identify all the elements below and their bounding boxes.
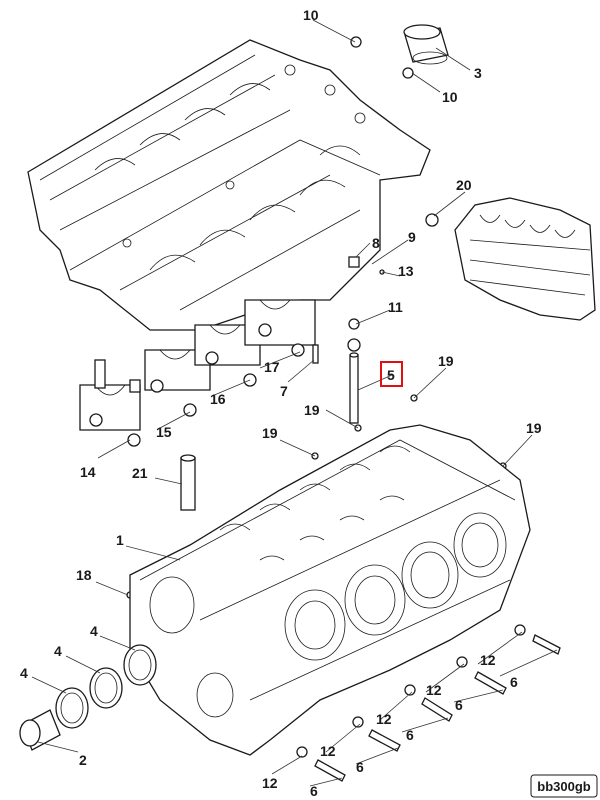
- callout-10: 10: [303, 7, 319, 23]
- stud-bolt: [349, 352, 359, 424]
- callout-6: 6: [310, 783, 318, 799]
- callout-19: 19: [304, 402, 320, 418]
- callout-12: 12: [320, 743, 336, 759]
- callout-3: 3: [474, 65, 482, 81]
- callout-6: 6: [406, 727, 414, 743]
- bolts-and-washers: [296, 624, 561, 782]
- dowel-sleeve: [180, 454, 196, 511]
- callout-20: 20: [456, 177, 472, 193]
- callout-10: 10: [442, 89, 458, 105]
- callout-5-highlight: [380, 361, 403, 387]
- upper-crankcase: [27, 39, 431, 331]
- callout-21: 21: [132, 465, 148, 481]
- callout-6: 6: [510, 674, 518, 690]
- callout-16: 16: [210, 391, 226, 407]
- callout-13: 13: [398, 263, 414, 279]
- main-bearing-caps: [79, 299, 316, 447]
- callout-11: 11: [388, 299, 403, 315]
- callout-2: 2: [79, 752, 87, 768]
- callout-19: 19: [262, 425, 278, 441]
- callout-1: 1: [116, 532, 124, 548]
- drawing-code: bb300gb: [537, 779, 591, 794]
- callout-4: 4: [20, 665, 28, 681]
- cylinder-liner: [403, 24, 449, 65]
- callout-8: 8: [372, 235, 380, 251]
- dowel-pin-7: [312, 344, 319, 364]
- cam-bushings: [19, 644, 157, 751]
- callout-12: 12: [262, 775, 278, 791]
- callout-12: 12: [376, 711, 392, 727]
- callout-4: 4: [90, 623, 98, 639]
- callout-19: 19: [526, 420, 542, 436]
- callout-6: 6: [455, 697, 463, 713]
- leader-lines: [31, 19, 558, 787]
- callout-5: 5: [387, 367, 395, 383]
- callout-14: 14: [80, 464, 96, 480]
- callout-12: 12: [426, 682, 442, 698]
- callouts: 10 3 10 20 8 9 13 11 5 19 17 7 16 19 15 …: [20, 7, 542, 799]
- callout-7: 7: [280, 383, 288, 399]
- callout-15: 15: [156, 424, 172, 440]
- callout-6: 6: [356, 759, 364, 775]
- callout-18: 18: [76, 567, 92, 583]
- callout-12: 12: [480, 652, 496, 668]
- engine-block: [129, 424, 531, 756]
- callout-19: 19: [438, 353, 454, 369]
- callout-4: 4: [54, 643, 62, 659]
- crankcase-detail-inset: [454, 197, 596, 321]
- small-fasteners: [126, 36, 507, 599]
- drawing-code-tag: bb300gb: [530, 774, 598, 798]
- callout-17: 17: [264, 359, 280, 375]
- callout-9: 9: [408, 229, 416, 245]
